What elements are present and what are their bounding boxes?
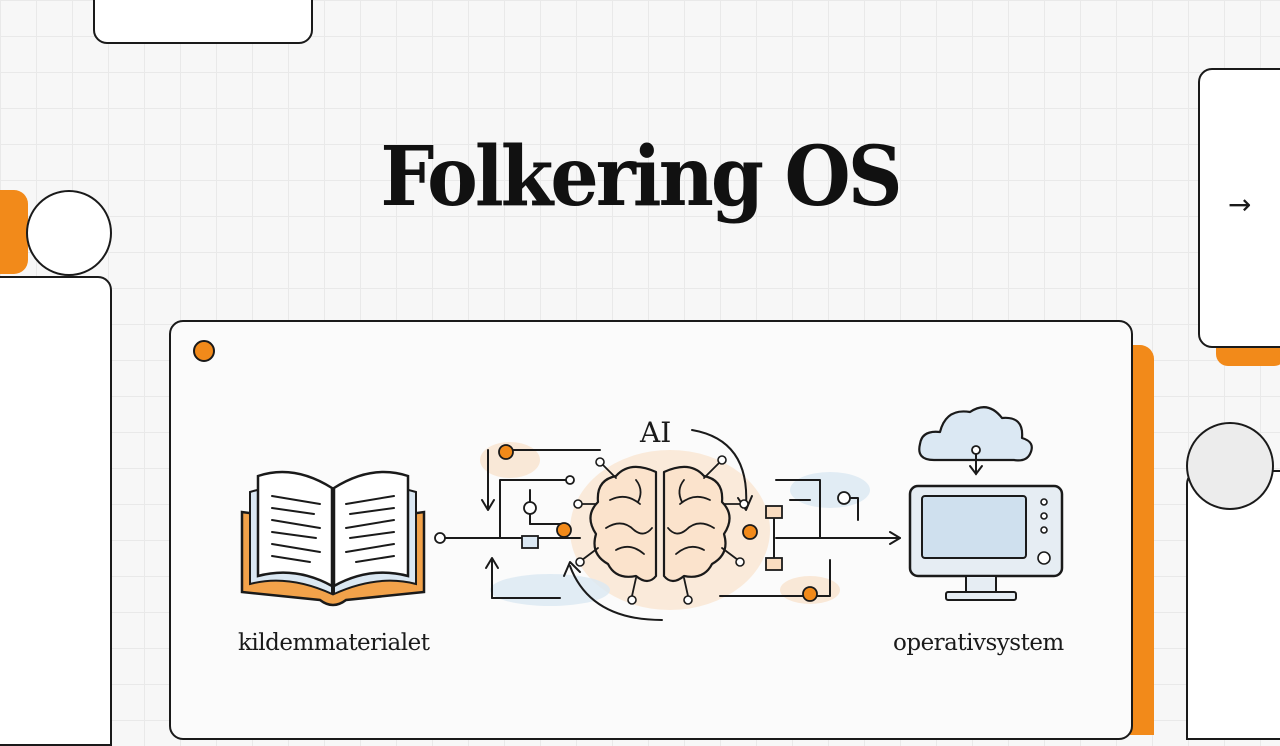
top-frame bbox=[93, 0, 313, 44]
page-title: Folkering OS bbox=[380, 128, 902, 225]
left-circle bbox=[26, 190, 112, 276]
card-orange-dot bbox=[193, 340, 215, 362]
right-lower-panel bbox=[1186, 470, 1280, 740]
book-icon bbox=[240, 470, 426, 607]
ai-flow-diagram bbox=[434, 429, 901, 621]
left-panel bbox=[0, 276, 112, 746]
left-orange-tab bbox=[0, 190, 28, 274]
target-label: operativsystem bbox=[893, 630, 1064, 656]
cloud-computer-icon bbox=[908, 406, 1064, 601]
right-circle bbox=[1186, 422, 1274, 510]
right-nav-panel[interactable]: → bbox=[1198, 68, 1280, 348]
next-arrow-icon[interactable]: → bbox=[1228, 188, 1252, 221]
ai-label: AI bbox=[640, 416, 672, 449]
source-label: kildemmaterialet bbox=[238, 630, 430, 656]
